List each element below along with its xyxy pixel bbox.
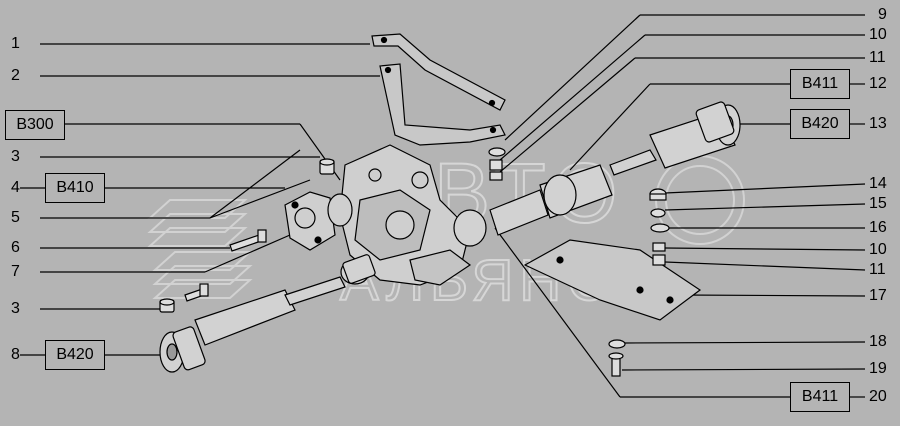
nut-part-11-lower xyxy=(652,254,666,266)
callout-8: 8 xyxy=(11,346,20,363)
code-box-b411-top: B411 xyxy=(790,69,850,99)
bolt-part-19 xyxy=(608,352,624,377)
callout-10-lower: 10 xyxy=(869,241,887,258)
callout-17: 17 xyxy=(869,287,887,304)
callout-4: 4 xyxy=(11,179,20,196)
callout-14: 14 xyxy=(869,175,887,192)
callout-6: 6 xyxy=(11,239,20,256)
washer-part-18 xyxy=(608,339,626,349)
support-bracket-part-17 xyxy=(523,239,702,321)
callout-3-upper: 3 xyxy=(11,148,20,165)
bolt-part-7 xyxy=(184,283,209,302)
code-box-b420-right: B420 xyxy=(790,109,850,139)
rear-propeller-shaft xyxy=(453,101,741,247)
transfer-case xyxy=(339,144,472,286)
callout-1: 1 xyxy=(11,35,20,52)
callout-9: 9 xyxy=(878,6,887,23)
nut-part-10-lower xyxy=(652,242,666,252)
nut-part-3-upper xyxy=(319,158,335,175)
callout-13: 13 xyxy=(869,115,887,132)
code-box-b420-left: B420 xyxy=(45,340,105,370)
bracket-part-1 xyxy=(371,33,506,111)
callout-11-upper: 11 xyxy=(869,49,886,66)
washer-part-16 xyxy=(650,223,670,233)
callout-7: 7 xyxy=(11,263,20,280)
washer-part-15 xyxy=(650,208,666,218)
callout-16: 16 xyxy=(869,219,887,236)
callout-2: 2 xyxy=(11,67,20,84)
callout-3-lower: 3 xyxy=(11,300,20,317)
bushing-part-14 xyxy=(649,188,667,201)
callout-15: 15 xyxy=(869,195,887,212)
callout-10-upper: 10 xyxy=(869,26,887,43)
callout-12: 12 xyxy=(869,75,887,92)
bolt-part-6 xyxy=(229,229,267,252)
front-propeller-shaft xyxy=(159,254,376,373)
bracket-part-2 xyxy=(379,63,506,146)
callout-19: 19 xyxy=(869,360,887,377)
nut-part-11-upper xyxy=(489,171,503,181)
callout-5: 5 xyxy=(11,209,20,226)
code-box-b411-bottom: B411 xyxy=(790,382,850,412)
callout-20: 20 xyxy=(869,388,887,405)
washer-part-9 xyxy=(488,147,506,157)
callout-11-lower: 11 xyxy=(869,261,886,278)
nut-part-3-lower xyxy=(159,298,175,313)
code-box-b410: B410 xyxy=(45,173,105,203)
nut-part-10-upper xyxy=(489,159,503,171)
callout-18: 18 xyxy=(869,333,887,350)
flange-part-5 xyxy=(284,191,353,251)
code-box-b300: B300 xyxy=(5,110,65,140)
